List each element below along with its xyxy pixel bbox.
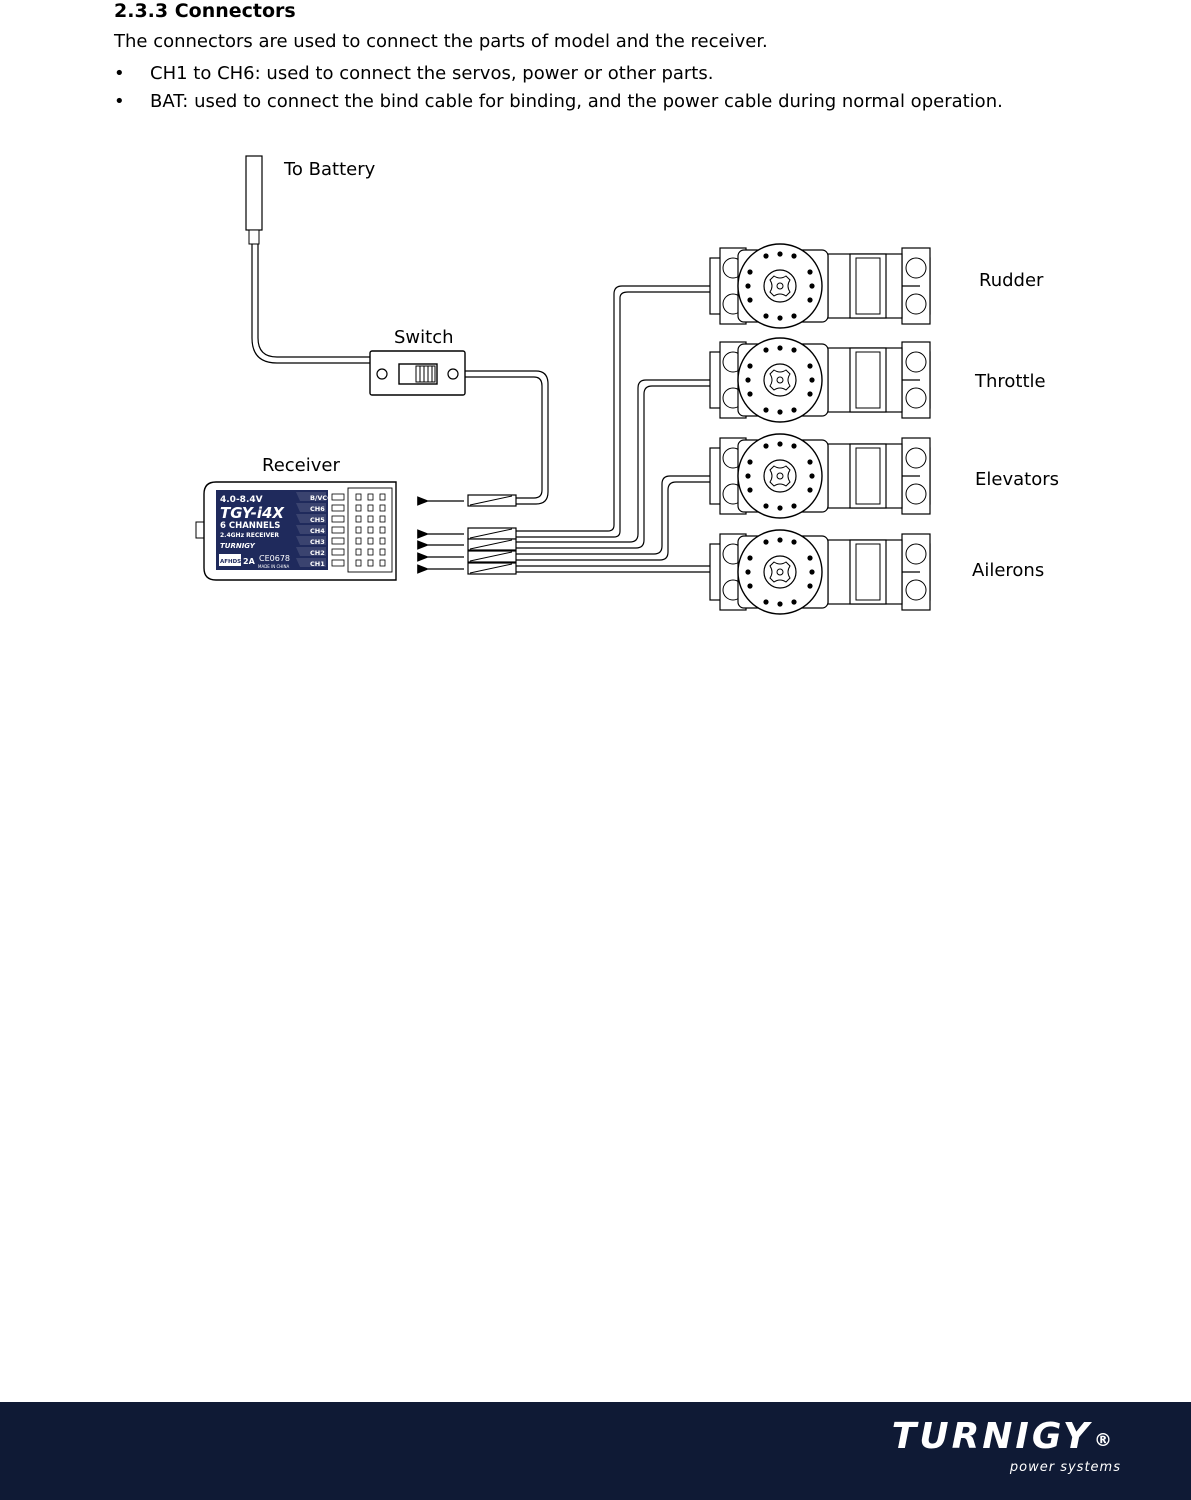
receiver-port-slot [331, 504, 345, 512]
elevators-lead [516, 475, 712, 555]
receiver-pin [367, 526, 374, 534]
receiver-pin [367, 493, 374, 501]
switch [369, 350, 466, 396]
bullet-item: • BAT: used to connect the bind cable for… [114, 91, 1003, 119]
receiver-port-tag [296, 525, 326, 534]
ailerons-servo [709, 529, 931, 615]
receiver-port-slot [331, 526, 345, 534]
intro-paragraph: The connectors are used to connect the p… [114, 31, 768, 52]
connector-plug-stripe [469, 528, 513, 539]
receiver-port-tag [296, 492, 326, 501]
ailerons-label: Ailerons [972, 560, 1044, 581]
receiver-pin [379, 537, 386, 545]
connector-plug-stripe [469, 539, 513, 550]
connector-plug-stripe [469, 495, 513, 506]
receiver-port-label: B/VCC [310, 494, 332, 502]
receiver-pin [367, 548, 374, 556]
bullet-item: • CH1 to CH6: used to connect the servos,… [114, 63, 1003, 91]
receiver-pin [367, 515, 374, 523]
receiver-model: TGY-i4X [220, 504, 285, 522]
brand-name: TURNIGY [891, 1416, 1092, 1457]
receiver-port-label: CH2 [310, 549, 325, 557]
receiver-port-slot [331, 548, 345, 556]
receiver-port-slot [331, 537, 345, 545]
rudder-label: Rudder [979, 270, 1044, 291]
receiver-port-label: CH3 [310, 538, 325, 546]
brand-tagline: power systems [1009, 1460, 1121, 1475]
receiver-made: MADE IN CHINA [258, 564, 289, 569]
battery-label: To Battery [283, 159, 376, 180]
receiver-pin [379, 526, 386, 534]
receiver-port-slot [331, 559, 345, 567]
receiver-afhds-version: 2A [243, 557, 256, 566]
receiver-pin [379, 548, 386, 556]
receiver-brand: TURNIGY [220, 542, 256, 550]
bullet-list: • CH1 to CH6: used to connect the servos,… [114, 63, 1003, 119]
receiver-channels: 6 CHANNELS [220, 521, 280, 531]
registered-mark: ® [1094, 1430, 1115, 1451]
battery-lead [251, 244, 372, 364]
receiver-port-tag [296, 558, 326, 567]
receiver-pin [379, 559, 386, 567]
receiver-pin [355, 515, 362, 523]
elevators-servo [709, 433, 931, 519]
receiver-pin [367, 504, 374, 512]
receiver-afhds: AFHDS [220, 559, 241, 565]
receiver-pin-header [347, 487, 393, 573]
receiver-title-label: Receiver [262, 455, 340, 476]
switch-lead [465, 370, 549, 505]
receiver-pin [355, 537, 362, 545]
receiver-pin [355, 504, 362, 512]
section-heading: 2.3.3 Connectors [114, 0, 296, 22]
throttle-servo [709, 337, 931, 423]
receiver-port-slot [331, 493, 345, 501]
switch-label: Switch [394, 327, 454, 348]
brand-logo: TURNIGY® [892, 1416, 1115, 1457]
receiver-port-tag [296, 503, 326, 512]
footer-bar: TURNIGY® power systems [0, 1402, 1191, 1500]
receiver-pin [367, 537, 374, 545]
receiver-port-label: CH5 [310, 516, 325, 524]
receiver-pin [355, 548, 362, 556]
connector-plug-stripe [469, 551, 513, 562]
receiver-port-tag [296, 514, 326, 523]
bullet-text: BAT: used to connect the bind cable for … [150, 91, 1003, 112]
receiver-pin [367, 559, 374, 567]
receiver-pin [379, 515, 386, 523]
receiver-pin [355, 493, 362, 501]
battery-plug [245, 155, 263, 245]
throttle-lead [516, 379, 712, 543]
receiver-pin [355, 559, 362, 567]
elevators-label: Elevators [975, 469, 1059, 490]
connector-plugs [417, 494, 517, 575]
connection-diagram: 4.0-8.4V TGY-i4X 6 CHANNELS 2.4GHz RECEI… [195, 155, 1059, 615]
receiver-port-tag [296, 547, 326, 556]
receiver-voltage: 4.0-8.4V [220, 495, 263, 505]
receiver-pin [355, 526, 362, 534]
receiver: 4.0-8.4V TGY-i4X 6 CHANNELS 2.4GHz RECEI… [195, 481, 397, 581]
throttle-label: Throttle [974, 371, 1046, 392]
receiver-port-slot [331, 515, 345, 523]
receiver-port-label: CH4 [310, 527, 325, 535]
connector-plug-stripe [469, 563, 513, 574]
receiver-band: 2.4GHz RECEIVER [220, 532, 279, 539]
receiver-pin [379, 493, 386, 501]
bullet-text: CH1 to CH6: used to connect the servos, … [150, 63, 714, 84]
receiver-port-label: CH6 [310, 505, 325, 513]
receiver-pin [379, 504, 386, 512]
bullet-dot: • [114, 91, 125, 112]
bullet-dot: • [114, 63, 125, 84]
receiver-cert: CE0678 [259, 554, 290, 563]
rudder-lead [516, 285, 712, 532]
receiver-port-tag [296, 536, 326, 545]
receiver-port-label: CH1 [310, 560, 325, 568]
rudder-servo [709, 243, 931, 329]
